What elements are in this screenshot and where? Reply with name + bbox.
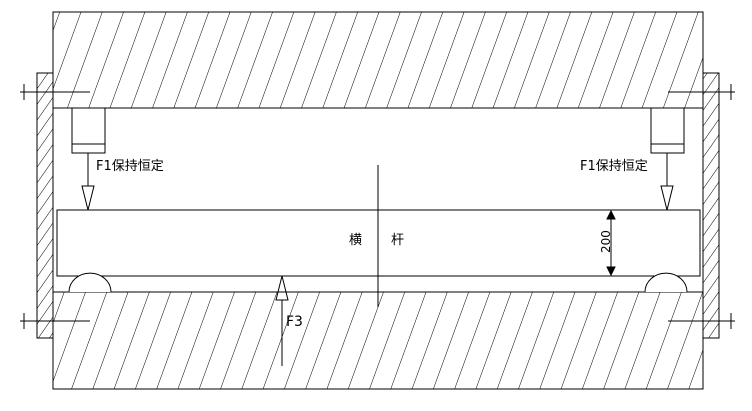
beam-label-char-1: 横 [349, 233, 362, 248]
bolt-bottom-left [20, 313, 90, 329]
bolt-top-right [668, 84, 735, 100]
bolt-bottom-right [668, 313, 735, 329]
bottom-force-label: F3 [286, 314, 303, 330]
left-force-arrow [81, 153, 95, 211]
top-block [52, 11, 704, 109]
left-support [68, 272, 112, 293]
bottom-force-arrow [275, 275, 289, 366]
height-dimension [606, 209, 616, 277]
bolt-top-left [20, 84, 90, 100]
right-load-cylinder [650, 107, 685, 154]
right-force-label: F1保持恒定 [580, 159, 648, 174]
beam-label-char-2: 杆 [391, 233, 404, 248]
height-dimension-label: 200 [599, 230, 613, 253]
right-support [644, 272, 688, 293]
right-side-wall [702, 72, 720, 339]
left-force-label: F1保持恒定 [96, 159, 164, 174]
left-side-wall [36, 72, 54, 339]
right-force-arrow [660, 153, 674, 211]
left-load-cylinder [71, 107, 106, 154]
